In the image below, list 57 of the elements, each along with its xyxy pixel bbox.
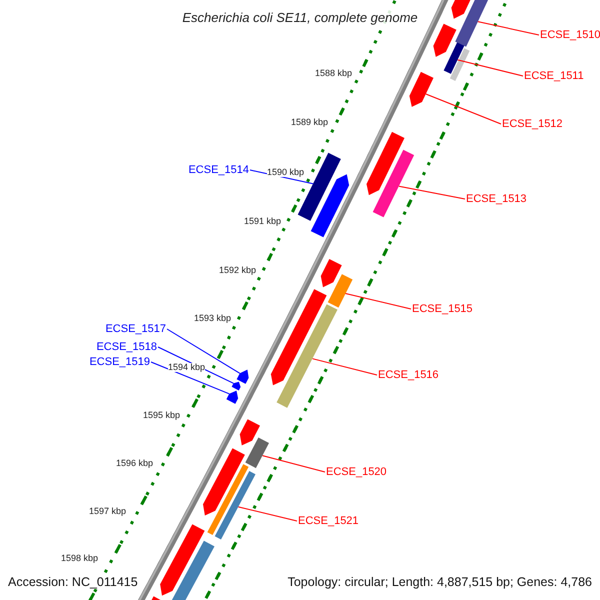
gene-bar bbox=[455, 0, 490, 47]
gene-bar bbox=[245, 438, 269, 468]
tick-label: 1596 kbp bbox=[116, 458, 153, 468]
gene-label: ECSE_1510 bbox=[540, 30, 600, 40]
leader-line bbox=[238, 506, 298, 522]
gene-bar bbox=[444, 42, 464, 74]
gene-feature bbox=[320, 259, 342, 288]
gene-feature bbox=[433, 24, 456, 57]
info-text: Topology: circular; Length: 4,887,515 bp; Genes: 4,786 bbox=[286, 574, 594, 590]
gene-feature bbox=[160, 524, 205, 596]
leader-line bbox=[477, 21, 540, 36]
gene-label: ECSE_1519 bbox=[89, 356, 150, 368]
title: Escherichia coli SE11, complete genome bbox=[180, 10, 420, 25]
leader-line bbox=[312, 358, 378, 376]
gene-bar bbox=[450, 48, 470, 81]
gene-feature bbox=[310, 174, 350, 238]
tick-label: 1592 kbp bbox=[218, 266, 256, 274]
gene-label: ECSE_1515 bbox=[412, 304, 473, 314]
gene-label: ECSE_1512 bbox=[502, 118, 563, 130]
gene-label: ECSE_1514 bbox=[188, 164, 249, 176]
tick-label: 1594 kbp bbox=[168, 362, 205, 372]
tick-label: 1591 kbp bbox=[244, 216, 281, 226]
leader-line bbox=[457, 59, 524, 76]
gene-label: ECSE_1511 bbox=[524, 70, 584, 82]
tick-label: 1590 kbp bbox=[266, 168, 304, 176]
info-text: Accession: NC_011415 bbox=[6, 574, 140, 590]
gene-bar bbox=[214, 471, 256, 540]
gene-feature bbox=[232, 382, 241, 390]
tick-label: 1588 kbp bbox=[314, 68, 352, 78]
gene-feature bbox=[236, 370, 249, 384]
gene-feature bbox=[203, 448, 245, 516]
tick-label: 1597 kbp bbox=[88, 506, 126, 516]
gene-label: ECSE_1521 bbox=[298, 516, 359, 526]
leader-line bbox=[345, 293, 412, 310]
tick-label: 1595 kbp bbox=[142, 410, 180, 420]
gene-bar bbox=[328, 274, 353, 308]
gene-label: ECSE_1520 bbox=[326, 466, 387, 478]
gene-label: ECSE_1517 bbox=[105, 324, 166, 334]
tick-label: 1598 kbp bbox=[60, 554, 98, 562]
gene-feature bbox=[409, 72, 434, 107]
gene-bar bbox=[207, 464, 249, 535]
gene-feature bbox=[270, 289, 327, 386]
gene-label: ECSE_1513 bbox=[466, 194, 527, 204]
gene-label: ECSE_1516 bbox=[378, 370, 439, 380]
gene-label: ECSE_1518 bbox=[96, 342, 157, 352]
gene-feature bbox=[366, 132, 404, 196]
leader-line bbox=[262, 455, 326, 472]
gene-feature bbox=[240, 419, 260, 446]
leader-line bbox=[166, 328, 240, 374]
gene-bar bbox=[372, 150, 414, 218]
leader-line bbox=[398, 186, 466, 200]
leader-line bbox=[150, 362, 230, 394]
tick-label: 1593 kbp bbox=[194, 314, 231, 322]
leader-line bbox=[425, 94, 502, 124]
gene-bar bbox=[276, 304, 338, 408]
tick-label: 1589 kbp bbox=[290, 118, 328, 126]
gene-feature bbox=[226, 390, 238, 404]
